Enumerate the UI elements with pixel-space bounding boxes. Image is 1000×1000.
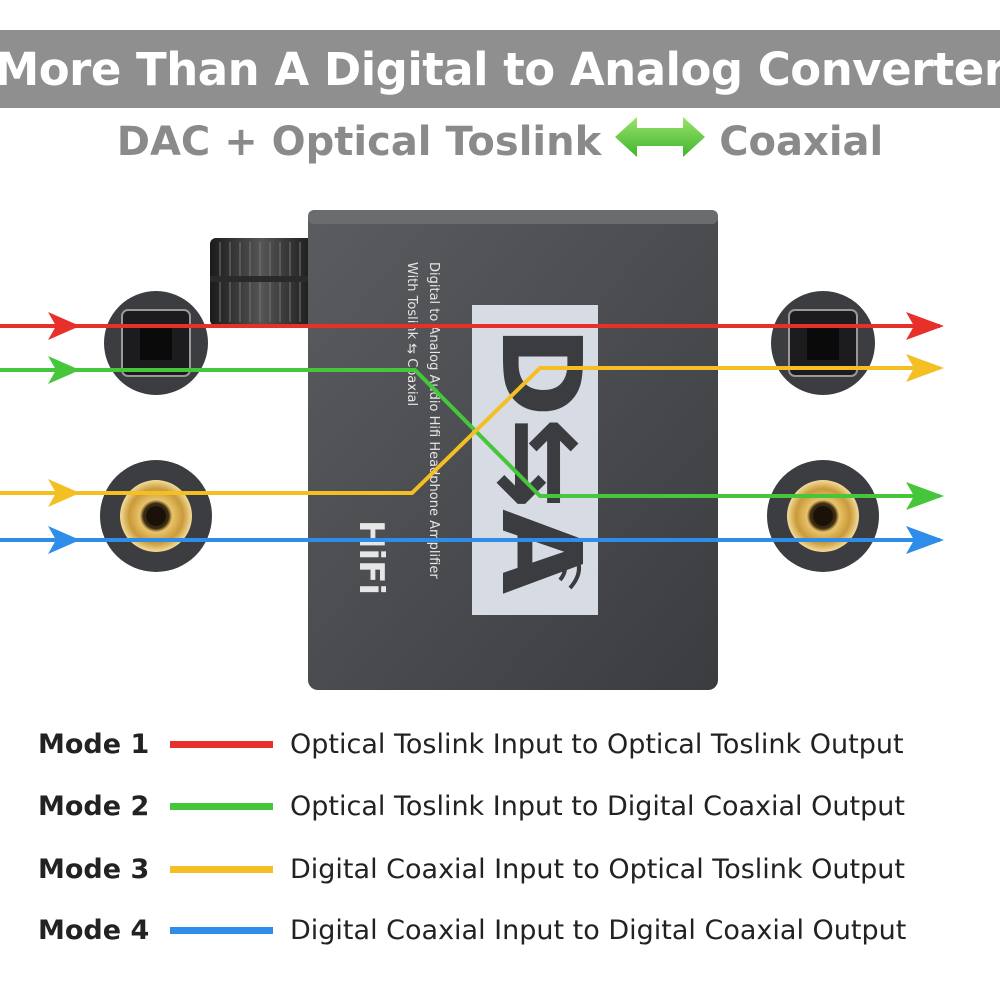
- mode-label: Mode 2: [38, 790, 150, 822]
- mode3-arrow-out-icon: [906, 354, 944, 382]
- mode-label: Mode 4: [38, 914, 150, 946]
- mode-label: Mode 3: [38, 853, 150, 885]
- left-optical-port: [104, 291, 208, 395]
- mode4-arrow-out-icon: [906, 526, 944, 554]
- mode1-swatch: [170, 741, 273, 748]
- legend-row-mode3: Mode 3 Digital Coaxial Input to Optical …: [0, 844, 1000, 894]
- mode3-swatch: [170, 866, 273, 873]
- right-optical-port: [771, 291, 875, 395]
- svg-text:D⇆A: D⇆A: [477, 326, 605, 595]
- page-title: More Than A Digital to Analog Converter: [0, 42, 1000, 96]
- mode-description: Digital Coaxial Input to Digital Coaxial…: [290, 914, 907, 946]
- mode-description: Optical Toslink Input to Optical Toslink…: [290, 728, 904, 760]
- mode2-arrow-out-icon: [906, 482, 944, 510]
- mode1-arrow-in-icon: [48, 312, 80, 340]
- hifi-label: HiFi: [351, 520, 391, 595]
- title-banner: More Than A Digital to Analog Converter: [0, 30, 1000, 108]
- mode3-arrow-in-icon: [48, 479, 80, 507]
- double-arrow-icon: [615, 115, 706, 169]
- mode2-line: [0, 368, 940, 498]
- mode-label: Mode 1: [38, 728, 150, 760]
- left-coaxial-port: [100, 460, 212, 572]
- legend-row-mode2: Mode 2 Optical Toslink Input to Digital …: [0, 781, 1000, 831]
- device-text-line1: Digital to Analog Audio Hifi Headphone A…: [426, 262, 441, 579]
- mode4-arrow-in-icon: [48, 526, 80, 554]
- mode1-arrow-out-icon: [906, 312, 944, 340]
- device-text-line2: With Toslink ⇆ Coaxial: [404, 262, 419, 406]
- legend-row-mode1: Mode 1 Optical Toslink Input to Optical …: [0, 719, 1000, 769]
- volume-knob: [210, 238, 313, 326]
- mode3-line: [0, 366, 940, 495]
- mode-description: Optical Toslink Input to Digital Coaxial…: [290, 790, 905, 822]
- converter-illustration: D⇆A Digital to Analog Audio Hifi Headpho…: [0, 210, 944, 690]
- dac-logo: D⇆A: [472, 305, 605, 615]
- mode2-arrow-in-icon: [48, 356, 80, 384]
- right-coaxial-port: [767, 460, 879, 572]
- mode2-swatch: [170, 803, 273, 810]
- subtitle: DAC + Optical Toslink Coaxial: [0, 110, 1000, 174]
- signal-arrows: [48, 312, 944, 554]
- mode4-swatch: [170, 927, 273, 934]
- device-side-text-2: With Toslink ⇆ Coaxial: [404, 262, 419, 406]
- device-side-text: Digital to Analog Audio Hifi Headphone A…: [426, 262, 441, 579]
- subtitle-left: DAC + Optical Toslink: [116, 119, 602, 165]
- legend-row-mode4: Mode 4 Digital Coaxial Input to Digital …: [0, 905, 1000, 955]
- subtitle-right: Coaxial: [719, 119, 884, 165]
- mode-description: Digital Coaxial Input to Optical Toslink…: [290, 853, 905, 885]
- hifi-label-group: HiFi: [351, 520, 391, 595]
